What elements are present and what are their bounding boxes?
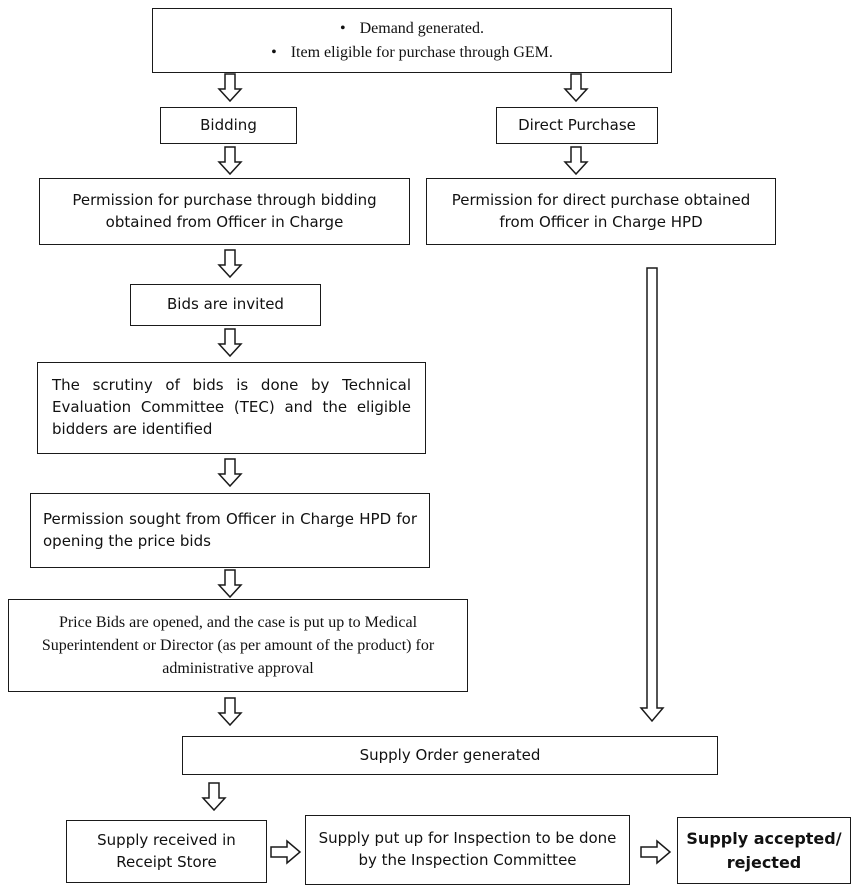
arrow-down-icon — [217, 569, 243, 599]
accepted-rejected-box: Supply accepted/ rejected — [677, 817, 851, 884]
arrow-down-icon — [201, 782, 227, 812]
permission-direct-box: Permission for direct purchase obtained … — [426, 178, 776, 245]
permission-bidding-box: Permission for purchase through bidding … — [39, 178, 410, 245]
arrow-down-icon — [563, 146, 589, 176]
start-box: Demand generated. Item eligible for purc… — [152, 8, 672, 73]
bids-invited-box: Bids are invited — [130, 284, 321, 326]
start-list: Demand generated. Item eligible for purc… — [271, 17, 553, 63]
price-bids-opened-box: Price Bids are opened, and the case is p… — [8, 599, 468, 692]
start-item-demand: Demand generated. — [271, 17, 553, 40]
inspection-box: Supply put up for Inspection to be done … — [305, 815, 630, 885]
scrutiny-box: The scrutiny of bids is done by Technica… — [37, 362, 426, 454]
arrow-down-icon — [217, 249, 243, 279]
permission-price-bids-box: Permission sought from Officer in Charge… — [30, 493, 430, 568]
bidding-box: Bidding — [160, 107, 297, 144]
arrow-down-icon — [217, 697, 243, 727]
direct-purchase-box: Direct Purchase — [496, 107, 658, 144]
arrow-right-icon — [270, 839, 302, 865]
start-item-gem: Item eligible for purchase through GEM. — [271, 41, 553, 64]
arrow-right-icon — [640, 839, 672, 865]
arrow-down-icon — [217, 458, 243, 488]
arrow-down-icon — [217, 328, 243, 358]
arrow-down-icon — [217, 146, 243, 176]
arrow-down-icon — [217, 73, 243, 103]
supply-order-box: Supply Order generated — [182, 736, 718, 775]
arrow-down-icon — [563, 73, 589, 103]
supply-received-box: Supply received in Receipt Store — [66, 820, 267, 883]
long-arrow-down-icon — [639, 267, 665, 723]
